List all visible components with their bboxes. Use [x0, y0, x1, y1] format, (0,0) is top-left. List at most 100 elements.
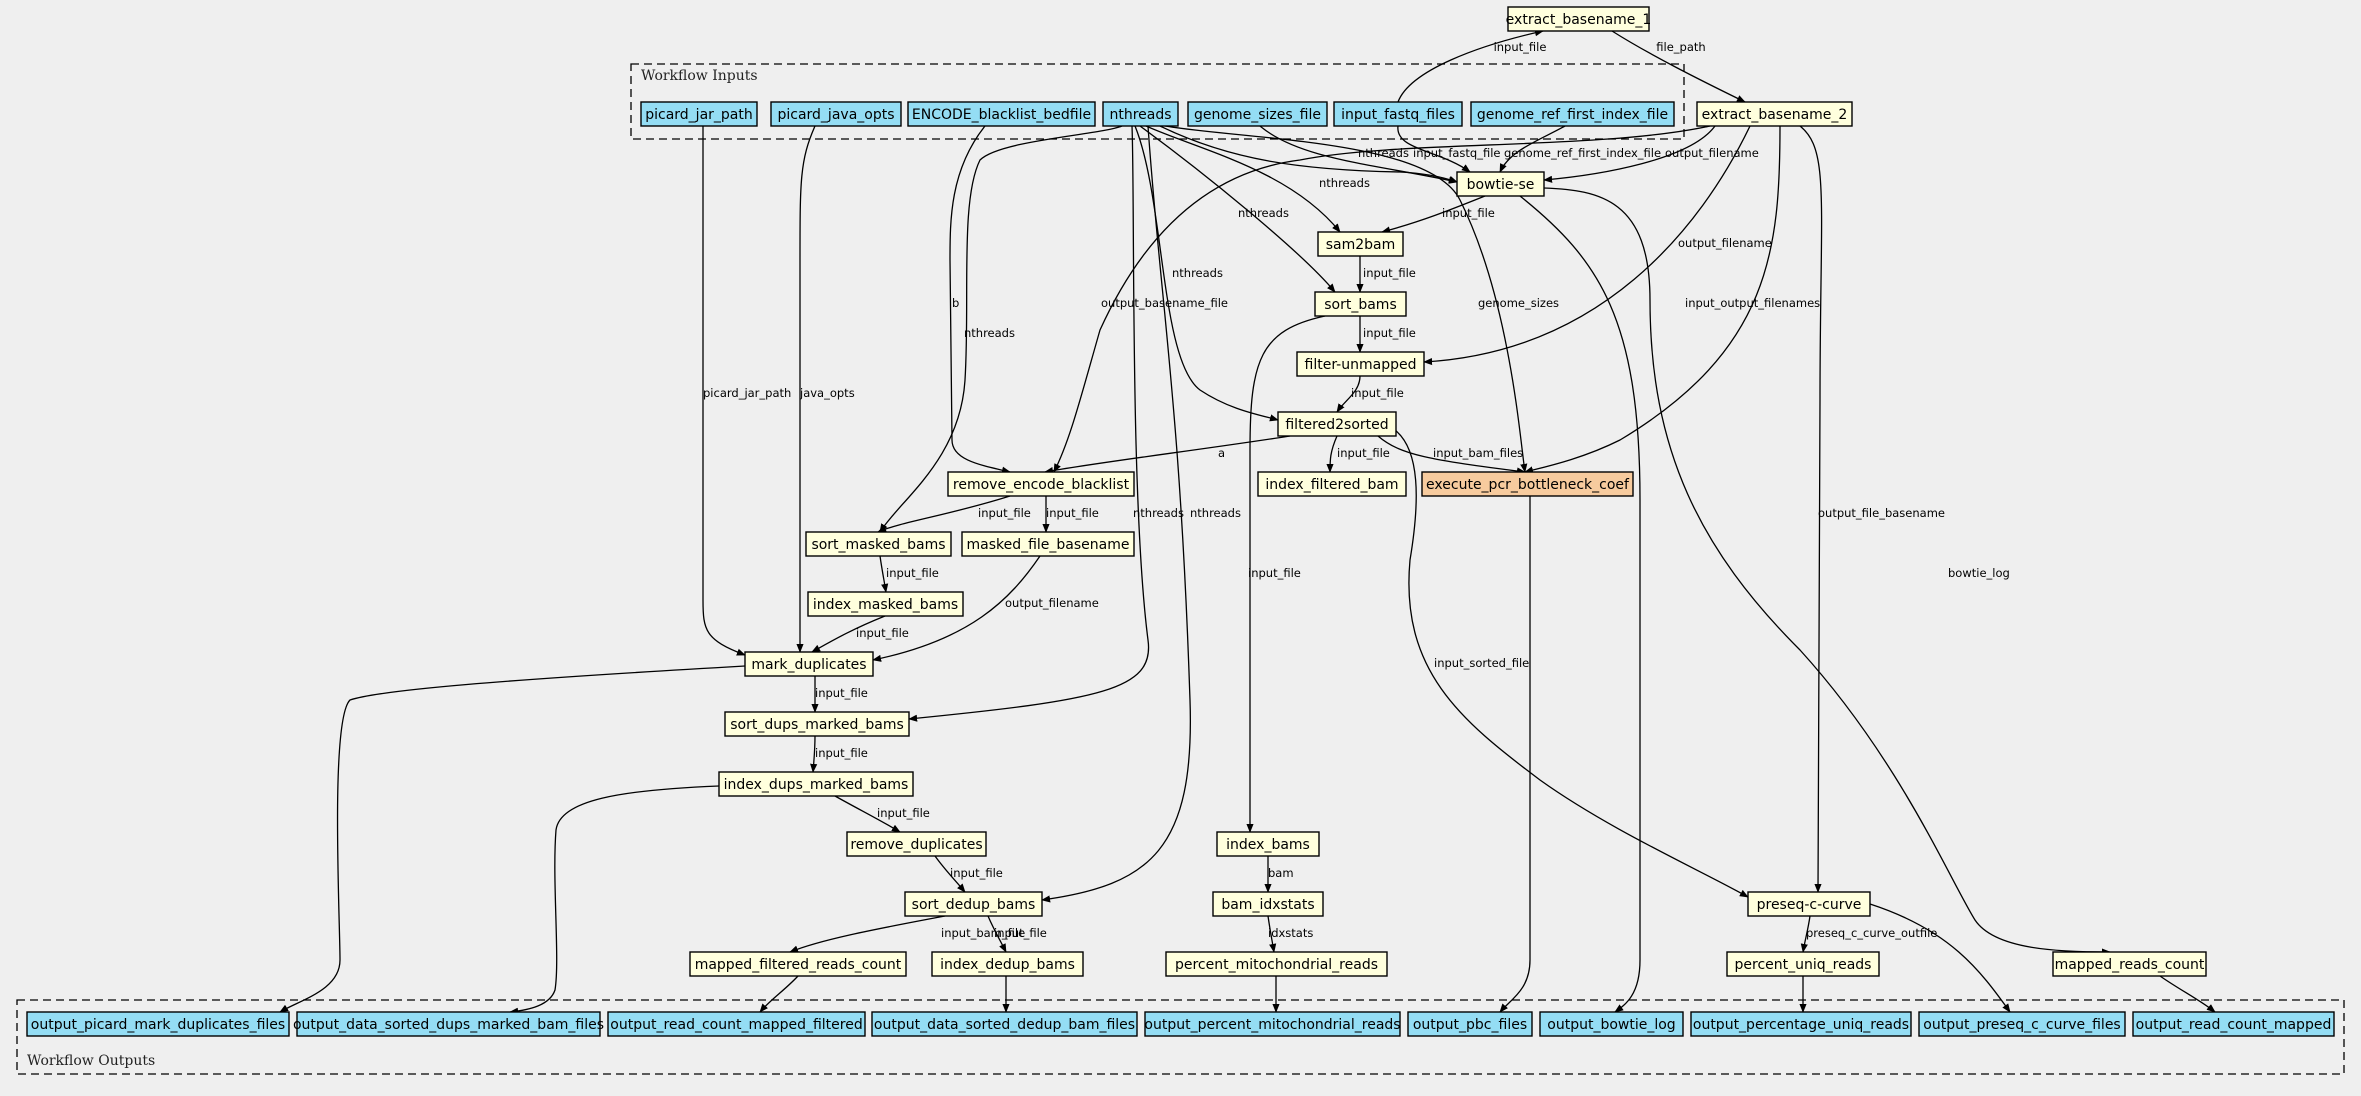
node-box: [1212, 891, 1324, 917]
node-mark-duplicates[interactable]: mark_duplicates: [744, 651, 874, 677]
node-label: remove_duplicates: [850, 837, 982, 853]
node-box: [1918, 1011, 2126, 1037]
node-label: index_bams: [1226, 837, 1310, 853]
node-mapped-filtered-reads-count[interactable]: mapped_filtered_reads_count: [689, 951, 907, 977]
node-box: [871, 1011, 1138, 1037]
node-label: sort_dedup_bams: [912, 897, 1036, 913]
node-sort-masked-bams[interactable]: sort_masked_bams: [805, 531, 952, 557]
edge-e-eb2-pbc: [1524, 125, 1781, 474]
edge-e-bowtie-outlog: [1519, 195, 1641, 1013]
edge-e-nthreads-sortbams: [1139, 125, 1336, 293]
node-genome-sizes-file[interactable]: genome_sizes_file: [1187, 101, 1328, 127]
node-out-pbc[interactable]: output_pbc_files: [1407, 1011, 1533, 1037]
node-box: [907, 101, 1096, 127]
edge-label: input_file: [1046, 506, 1099, 520]
node-bowtie-se[interactable]: bowtie-se: [1456, 171, 1545, 197]
node-percent-uniq-reads[interactable]: percent_uniq_reads: [1726, 951, 1880, 977]
node-box: [1407, 1011, 1533, 1037]
edge-label: input_file: [815, 746, 868, 760]
node-index-filtered-bam[interactable]: index_filtered_bam: [1257, 471, 1407, 497]
node-index-dedup-bams[interactable]: index_dedup_bams: [931, 951, 1084, 977]
node-sort-dedup-bams[interactable]: sort_dedup_bams: [904, 891, 1043, 917]
edge-label: bowtie_log: [1948, 566, 2010, 580]
node-box: [1539, 1011, 1684, 1037]
node-sort-bams[interactable]: sort_bams: [1314, 291, 1407, 317]
node-out-dedup[interactable]: output_data_sorted_dedup_bam_files: [871, 1011, 1138, 1037]
edge-e-genref-bowtie: [1499, 125, 1566, 173]
node-box: [805, 531, 952, 557]
node-out-dups-marked[interactable]: output_data_sorted_dups_marked_bam_files: [293, 1011, 604, 1037]
edge-label: nthreads: [1319, 176, 1370, 190]
node-extract-basename-1[interactable]: extract_basename_1: [1506, 6, 1652, 32]
edge-e-sortdedup-idxdedup: [987, 915, 1007, 953]
node-picard-java-opts[interactable]: picard_java_opts: [770, 101, 902, 127]
node-bam-idxstats[interactable]: bam_idxstats: [1212, 891, 1324, 917]
node-out-read-count-mapped[interactable]: output_read_count_mapped: [2132, 1011, 2335, 1037]
node-label: output_percentage_uniq_reads: [1693, 1017, 1909, 1033]
node-filter-unmapped[interactable]: filter-unmapped: [1296, 351, 1425, 377]
node-box: [296, 1011, 601, 1037]
node-remove-encode-blacklist[interactable]: remove_encode_blacklist: [947, 471, 1135, 497]
edge-e-nthreads-sam2bam-a: [1145, 125, 1341, 233]
node-execute-pcr-bottleneck-coef[interactable]: execute_pcr_bottleneck_coef: [1421, 471, 1634, 497]
edge-label: idxstats: [1268, 926, 1313, 940]
node-out-preseq[interactable]: output_preseq_c_curve_files: [1918, 1011, 2126, 1037]
node-box: [1696, 101, 1853, 127]
edge-label: input_sorted_file: [1434, 656, 1529, 670]
node-label: output_preseq_c_curve_files: [1923, 1017, 2120, 1033]
node-mapped-reads-count[interactable]: mapped_reads_count: [2052, 951, 2207, 977]
edge-label: genome_ref_first_index_file: [1504, 146, 1661, 160]
node-genome-ref-first-index-file[interactable]: genome_ref_first_index_file: [1470, 101, 1675, 127]
node-sort-dups-marked-bams[interactable]: sort_dups_marked_bams: [724, 711, 910, 737]
node-out-uniq[interactable]: output_percentage_uniq_reads: [1690, 1011, 1912, 1037]
edge-e-fastq-eb1: [1397, 29, 1544, 103]
node-box: [961, 531, 1135, 557]
edge-e-filter-f2s: [1336, 375, 1361, 413]
node-index-bams[interactable]: index_bams: [1216, 831, 1320, 857]
node-out-picard[interactable]: output_picard_mark_duplicates_files: [26, 1011, 290, 1037]
edge-e-eb2-preseq: [1799, 125, 1823, 893]
edge-label: picard_jar_path: [703, 386, 791, 400]
edge-label: input_file: [1248, 566, 1301, 580]
node-sam2bam[interactable]: sam2bam: [1317, 231, 1404, 257]
node-box: [2052, 951, 2207, 977]
node-out-mito[interactable]: output_percent_mitochondrial_reads: [1144, 1011, 1401, 1037]
node-masked-file-basename[interactable]: masked_file_basename: [961, 531, 1135, 557]
node-box: [1257, 471, 1407, 497]
node-ENCODE-blacklist-bedfile[interactable]: ENCODE_blacklist_bedfile: [907, 101, 1096, 127]
edge-label: input_bam_file: [941, 926, 1025, 940]
node-box: [1102, 101, 1179, 127]
node-filtered2sorted[interactable]: filtered2sorted: [1277, 411, 1397, 437]
node-picard-jar-path[interactable]: picard_jar_path: [640, 101, 758, 127]
edge-label: input_file: [815, 686, 868, 700]
edge-label: nthreads: [1238, 206, 1289, 220]
node-percent-mitochondrial-reads[interactable]: percent_mitochondrial_reads: [1165, 951, 1388, 977]
node-label: ENCODE_blacklist_bedfile: [912, 107, 1091, 123]
node-preseq-c-curve[interactable]: preseq-c-curve: [1747, 891, 1871, 917]
node-box: [1747, 891, 1871, 917]
node-label: sort_masked_bams: [811, 537, 945, 553]
node-index-dups-marked-bams[interactable]: index_dups_marked_bams: [718, 771, 914, 797]
node-label: sort_dups_marked_bams: [730, 717, 904, 733]
node-out-bowtie-log[interactable]: output_bowtie_log: [1539, 1011, 1684, 1037]
node-out-read-count-filtered[interactable]: output_read_count_mapped_filtered: [607, 1011, 866, 1037]
node-label: percent_mitochondrial_reads: [1175, 957, 1378, 973]
node-box: [1314, 291, 1407, 317]
edge-label: input_output_filenames: [1685, 296, 1820, 310]
node-remove-duplicates[interactable]: remove_duplicates: [846, 831, 987, 857]
nodes: picard_jar_path picard_java_opts ENCODE_bl…: [26, 6, 2335, 1037]
node-extract-basename-2[interactable]: extract_basename_2: [1696, 101, 1853, 127]
node-index-masked-bams[interactable]: index_masked_bams: [807, 591, 964, 617]
node-nthreads[interactable]: nthreads: [1102, 101, 1179, 127]
edge-label: nthreads: [1190, 506, 1241, 520]
node-input-fastq-files[interactable]: input_fastq_files: [1333, 101, 1463, 127]
edge-e-nthreads-bowtie: [1159, 125, 1458, 183]
node-label: picard_java_opts: [777, 107, 894, 123]
edge-e-eb2-filter: [1423, 125, 1751, 366]
edge-e-preseq-out: [1869, 903, 2011, 1013]
node-box: [744, 651, 874, 677]
edge-label: bam: [1268, 866, 1294, 880]
node-box: [1470, 101, 1675, 127]
edge-e-sortdups-idxdups: [810, 735, 818, 773]
